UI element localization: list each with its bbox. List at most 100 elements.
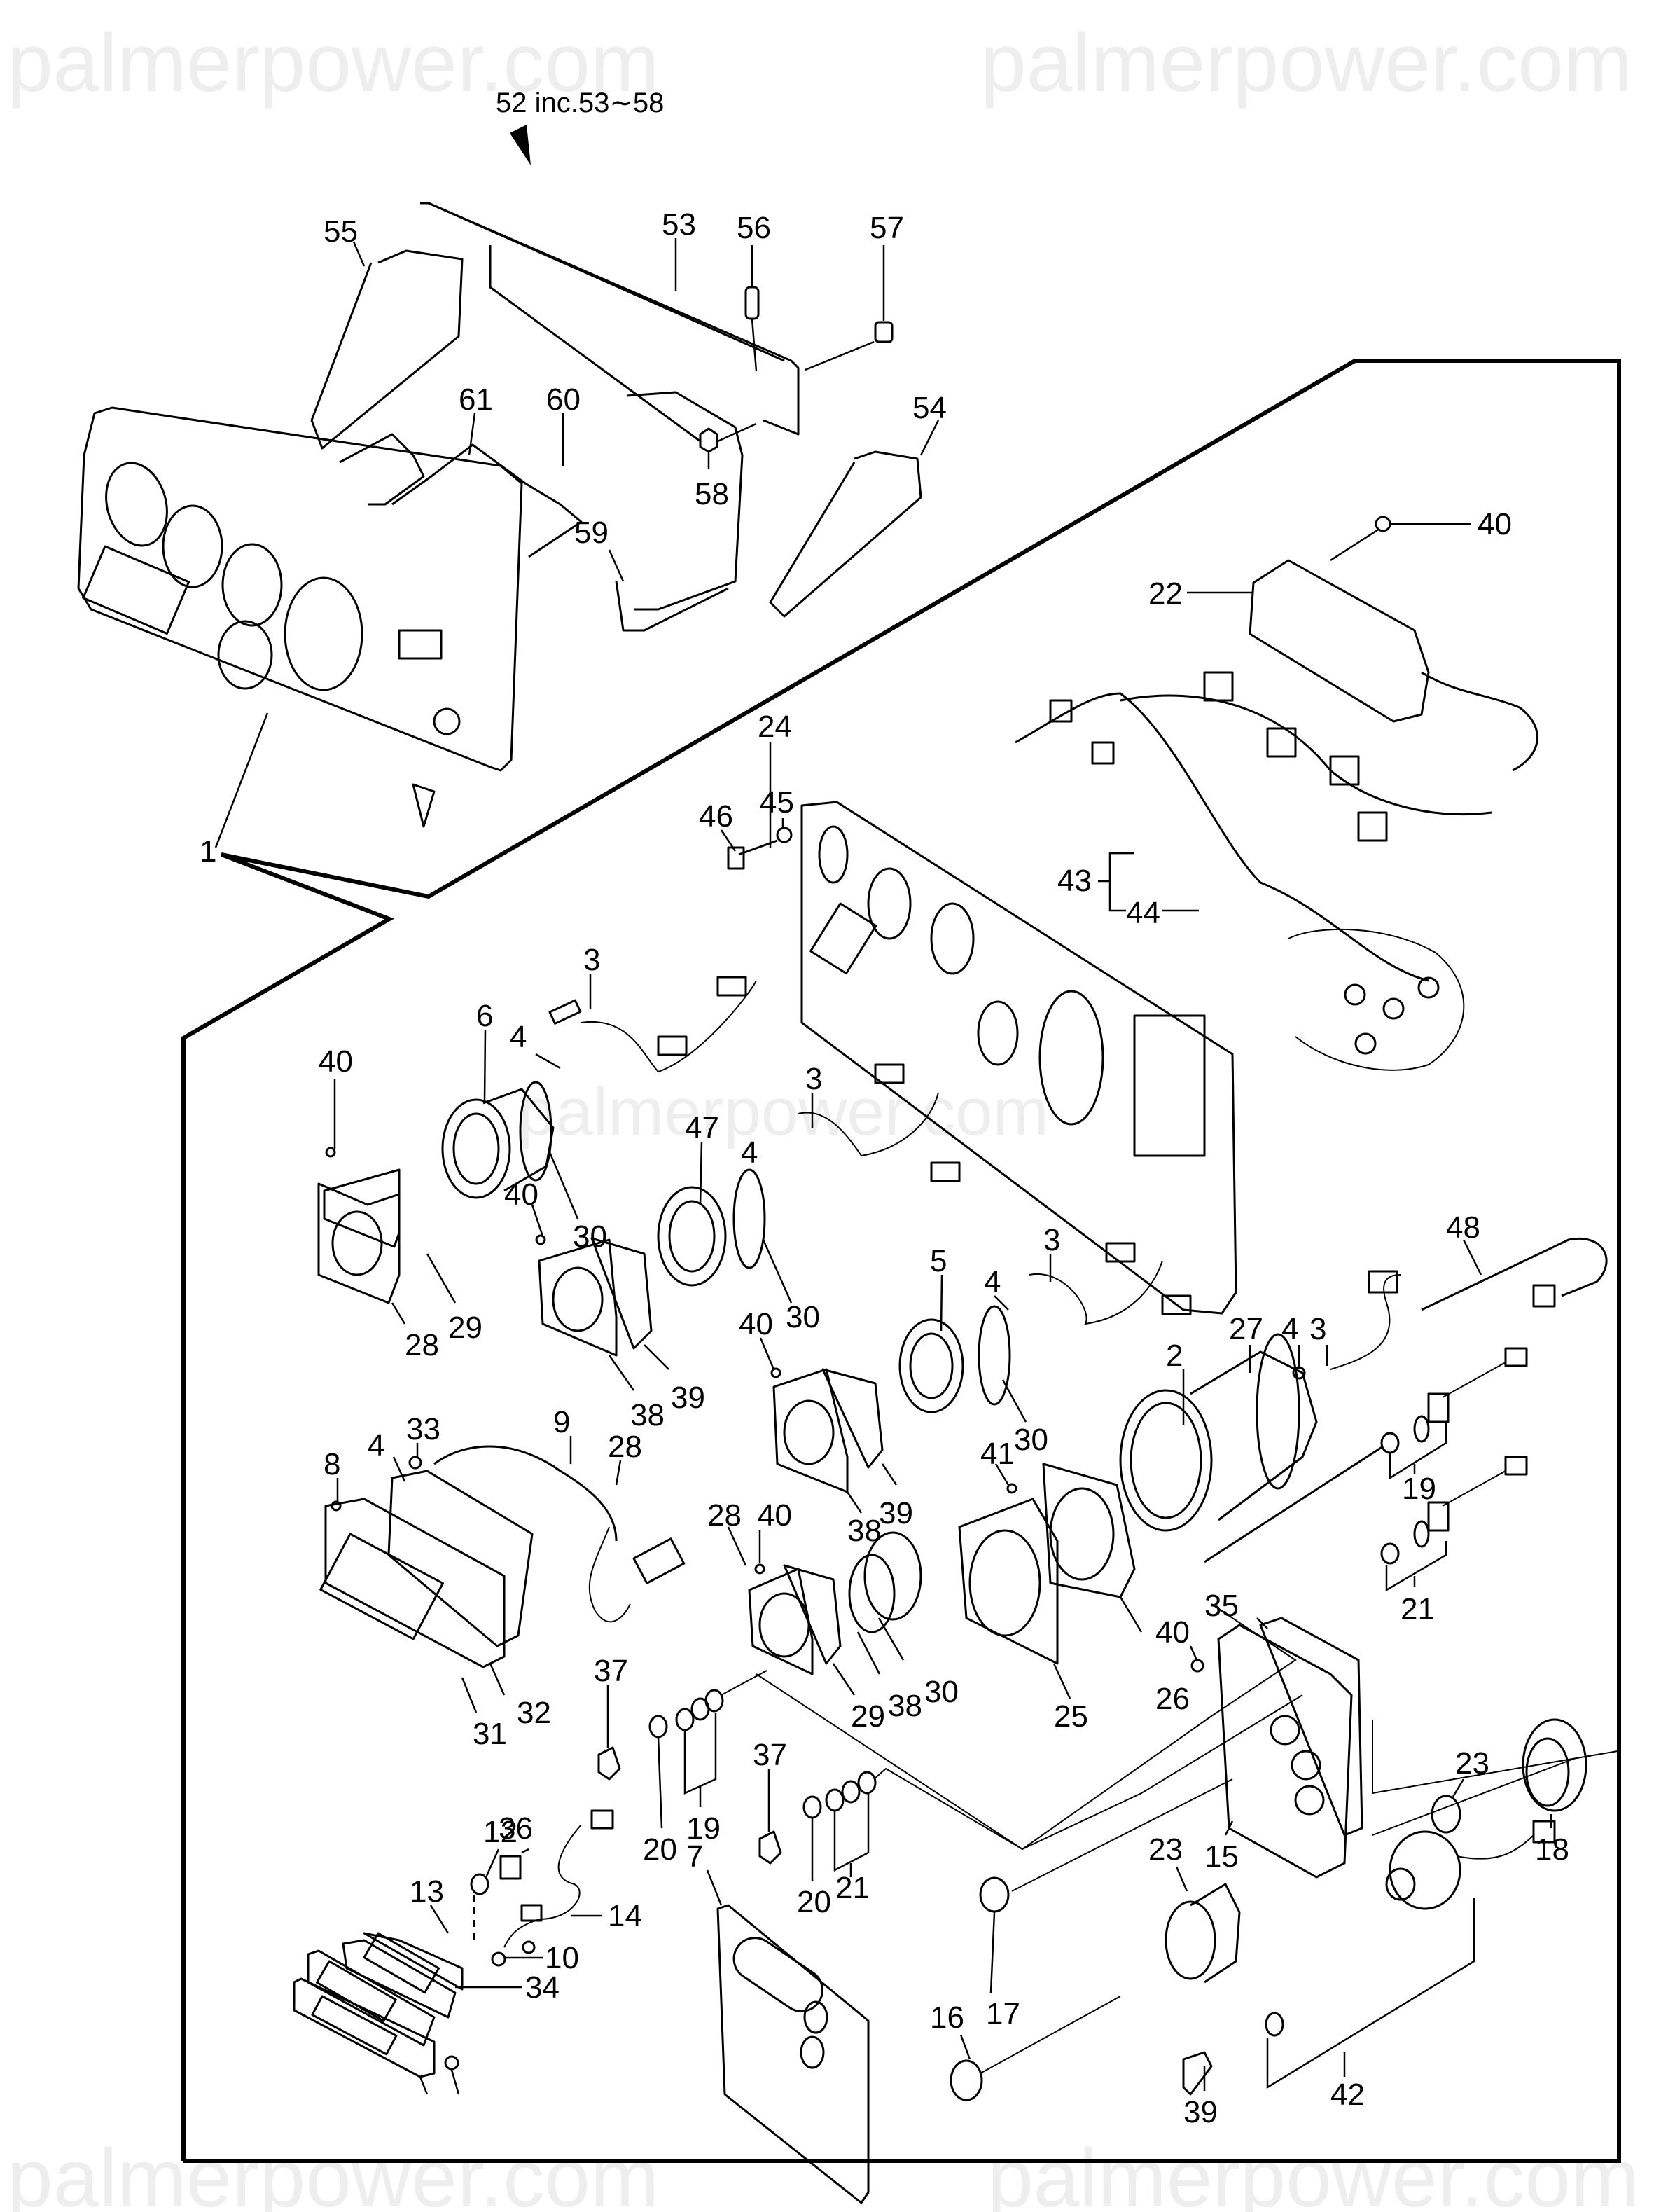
callout-29-upper: 29 [448, 1311, 482, 1345]
callout-18-left: 23 [1148, 1832, 1183, 1867]
callout-29-lower: 29 [851, 1699, 885, 1734]
part-18-knob-ring [1522, 1718, 1587, 1828]
callout-3-g2: 3 [1309, 1312, 1326, 1346]
callout-17: 39 [1183, 2095, 1218, 2129]
callout-55: 55 [324, 214, 358, 249]
assembly-guide-lines [756, 1603, 1576, 1892]
callout-35: 35 [1204, 1589, 1239, 1623]
callout-24: 24 [758, 710, 792, 744]
callout-21-upper: 21 [1401, 1592, 1435, 1626]
part-18-horn [1165, 1866, 1241, 1984]
part-47-gauge [657, 1063, 961, 1304]
callout-34: 7 [686, 1839, 703, 1874]
callout-1: 1 [200, 834, 216, 869]
callout-40-g47: 40 [504, 1177, 538, 1212]
callout-4-g2: 4 [1281, 1312, 1298, 1346]
callout-43: 43 [1057, 864, 1092, 898]
callout-26: 26 [1155, 1682, 1190, 1716]
part-40-screw-top [1330, 516, 1471, 562]
callout-15: 15 [1204, 1839, 1239, 1874]
part-8-hour-meter [319, 1436, 686, 1713]
part-6-gauge [441, 974, 757, 1219]
callout-2: 2 [1166, 1339, 1183, 1373]
callout-20-upper: 20 [643, 1832, 677, 1867]
callout-40-top: 40 [1478, 507, 1512, 541]
part-60-bracket [391, 413, 583, 558]
callout-25: 25 [1054, 1699, 1088, 1734]
callout-12: 36 [499, 1811, 533, 1846]
callout-23-left: 16 [930, 2000, 964, 2035]
callout-56: 56 [737, 211, 771, 245]
callout-28-upper: 28 [405, 1328, 439, 1362]
callout-31: 31 [473, 1717, 507, 1751]
part-22-control-box [1187, 559, 1538, 772]
callout-30-g47: 30 [786, 1300, 820, 1334]
part-39-lamp-bezel [293, 1977, 436, 2095]
callout-40-g35: 40 [1155, 1615, 1190, 1650]
watermarks: palmerpower.com palmerpower.com palmerpo… [7, 17, 1639, 2212]
callout-38-mid: 38 [630, 1398, 665, 1432]
callout-30-g5: 30 [1014, 1423, 1048, 1457]
callout-38-lower: 38 [888, 1689, 922, 1723]
callout-28-lower: 28 [707, 1498, 742, 1533]
part-53-cover [420, 202, 800, 443]
callout-40-g25: 41 [980, 1437, 1015, 1471]
part-34-cover-plate [706, 1869, 870, 2204]
part-37-rocker-lower [758, 1769, 782, 1865]
part-58-nut [699, 422, 757, 469]
part-12-connector [499, 1848, 529, 1880]
callout-36: 13 [410, 1874, 444, 1909]
callout-7: 17 [986, 1997, 1020, 2031]
callout-41: 8 [324, 1447, 340, 1481]
callout-61: 61 [459, 382, 493, 417]
callout-59: 59 [574, 516, 609, 550]
assembly-note: 52 inc.53∼58 [496, 88, 664, 118]
callout-48: 48 [1446, 1210, 1480, 1245]
callout-60: 60 [546, 382, 581, 417]
part-19-toggle-switch [1204, 1347, 1528, 1563]
watermark-top-right: palmerpower.com [980, 17, 1632, 109]
part-28-29-bezel-upper [317, 1079, 457, 1325]
callout-9: 28 [608, 1430, 642, 1464]
callout-3-g47: 3 [805, 1062, 822, 1096]
callout-46: 46 [699, 799, 733, 834]
part-59-frame [608, 391, 744, 632]
callout-3-upper: 3 [583, 943, 600, 977]
part-57-screw [805, 245, 894, 371]
part-45-washer [776, 818, 793, 843]
part-54-side-bracket [769, 420, 940, 618]
part-5-gauge [898, 1242, 1192, 1423]
part-14-bulb [491, 1951, 543, 1967]
callout-27: 27 [1229, 1312, 1263, 1346]
callout-19-upper: 19 [1402, 1472, 1436, 1506]
callout-39-right: 39 [879, 1496, 913, 1530]
callout-4-g5: 4 [984, 1265, 1001, 1299]
part-37-rocker-upper [597, 1685, 621, 1781]
part-42-screw [444, 2055, 460, 2095]
callout-40-g28: 40 [758, 1498, 792, 1533]
callout-5: 5 [930, 1244, 947, 1278]
part-21-toggle-switch [1380, 1456, 1528, 1592]
watermark-center: palmerpower.com [518, 1074, 1049, 1149]
watermark-top-left: palmerpower.com [7, 17, 659, 109]
callout-13: 14 [608, 1899, 642, 1933]
callout-19-lower: 19 [686, 1811, 721, 1846]
callout-21-lower: 21 [835, 1871, 870, 1905]
callout-40-g5: 40 [739, 1307, 773, 1341]
callout-39-mid: 39 [671, 1381, 705, 1415]
part-38-39-bezel-mid [531, 1204, 669, 1391]
part-20-19-bushings-upper [648, 1670, 767, 1829]
callout-33: 9 [553, 1405, 570, 1439]
part-17-key [1182, 2051, 1213, 2096]
callout-37-lower: 37 [753, 1738, 787, 1772]
part-23-socket [950, 1996, 1121, 2101]
part-1-instrument-panel [77, 406, 523, 848]
callout-47: 47 [685, 1111, 719, 1145]
callout-10: 34 [525, 1970, 560, 2005]
callout-20-lower: 20 [797, 1885, 831, 1919]
callout-54: 54 [912, 391, 947, 425]
callout-6: 6 [476, 999, 493, 1033]
part-23-nut-right [1431, 1778, 1465, 1834]
callout-40-g6: 40 [319, 1044, 353, 1079]
